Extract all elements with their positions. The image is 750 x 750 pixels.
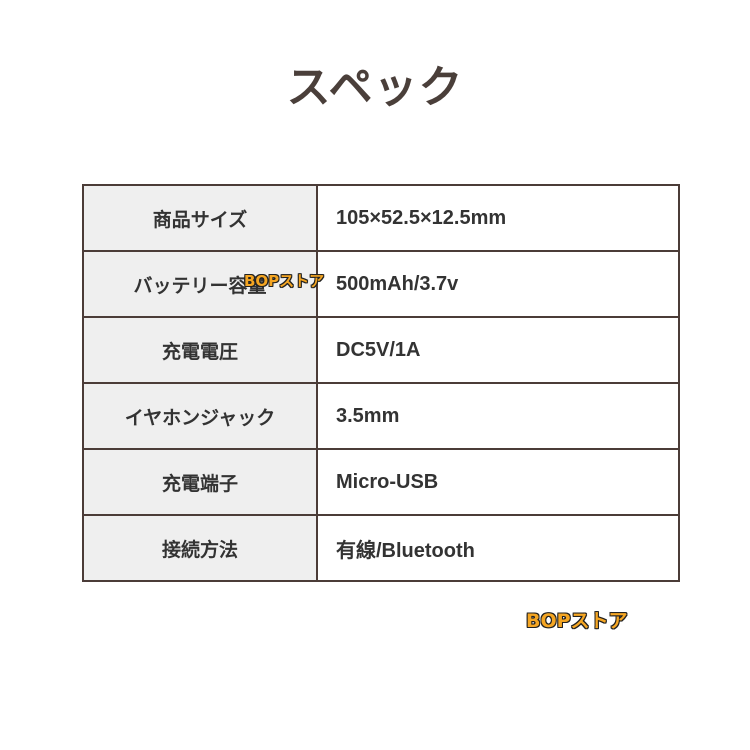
spec-row-size: 商品サイズ 105×52.5×12.5mm — [82, 184, 680, 252]
store-watermark-footer: BOPストア — [526, 610, 628, 632]
spec-row-voltage: 充電電圧 DC5V/1A — [82, 316, 680, 384]
spec-value: 500mAh/3.7v — [316, 250, 680, 318]
page-title: スペック — [286, 62, 464, 113]
spec-label: バッテリー容量 — [82, 250, 318, 318]
spec-row-connection: 接続方法 有線/Bluetooth — [82, 514, 680, 582]
spec-table: 商品サイズ 105×52.5×12.5mm バッテリー容量 500mAh/3.7… — [82, 184, 680, 582]
spec-value: DC5V/1A — [316, 316, 680, 384]
spec-label: 充電電圧 — [82, 316, 318, 384]
spec-value: 105×52.5×12.5mm — [316, 184, 680, 252]
spec-label: イヤホンジャック — [82, 382, 318, 450]
spec-row-earphone-jack: イヤホンジャック 3.5mm — [82, 382, 680, 450]
spec-label: 商品サイズ — [82, 184, 318, 252]
spec-value: 3.5mm — [316, 382, 680, 450]
store-watermark-inline: BOPストア — [244, 272, 325, 290]
spec-label: 接続方法 — [82, 514, 318, 582]
spec-row-charging-port: 充電端子 Micro-USB — [82, 448, 680, 516]
spec-value: Micro-USB — [316, 448, 680, 516]
spec-row-battery: バッテリー容量 500mAh/3.7v — [82, 250, 680, 318]
spec-value: 有線/Bluetooth — [316, 514, 680, 582]
spec-label: 充電端子 — [82, 448, 318, 516]
